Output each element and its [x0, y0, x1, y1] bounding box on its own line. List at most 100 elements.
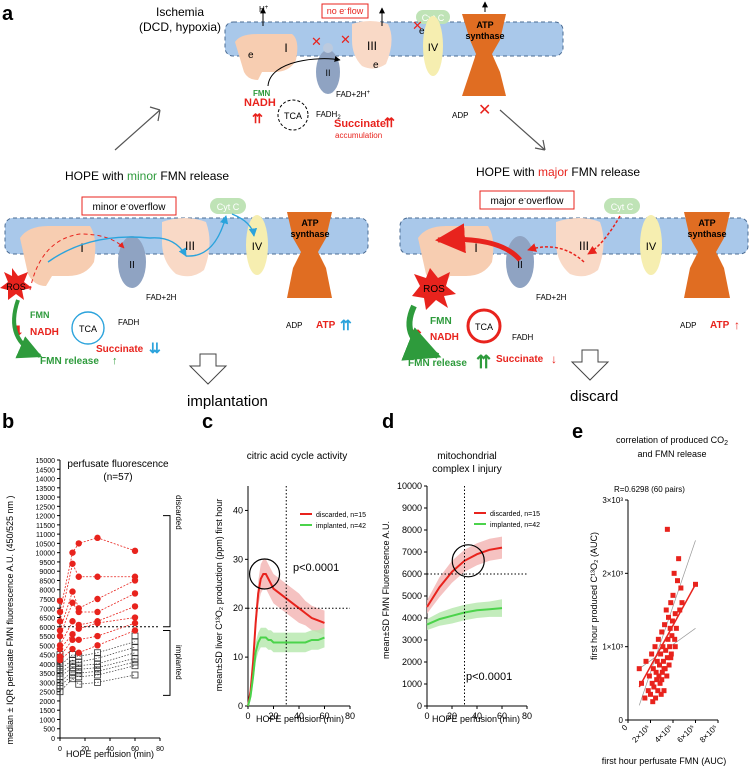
chart-b-subtitle: (n=57) — [103, 472, 132, 483]
minor-overflow-path — [29, 233, 125, 291]
chart-e-point — [664, 526, 670, 532]
chart-b-discarded-point — [131, 603, 139, 610]
complex-iii-major-label: III — [579, 239, 589, 253]
atp-top-label2: synthase — [465, 31, 504, 41]
chart-e-point — [654, 677, 660, 683]
split-arrow-left — [114, 106, 161, 151]
ros-major: ROS — [423, 284, 445, 295]
chart-d-xtick-label: 60 — [497, 711, 507, 721]
minor-release-diagram: HOPE with minor FMN release minor e-over… — [0, 169, 369, 410]
atp-up-major: ↑ — [734, 318, 740, 332]
succinate-minor: Succinate — [96, 344, 144, 355]
chart-e-point — [667, 625, 673, 631]
chart-b-ytick-label: 4500 — [39, 653, 55, 660]
complex-ii-major — [506, 236, 534, 288]
atp-major-label2: synthase — [687, 229, 726, 239]
chart-b-xtick-label: 80 — [156, 746, 164, 753]
chart-b-discarded-point — [75, 573, 82, 580]
chart-b-ytick-label: 500 — [43, 727, 55, 734]
chart-b-ytick-label: 13000 — [36, 495, 56, 502]
chart-b-discarded-point — [94, 632, 101, 640]
complex-i-major-label: I — [474, 241, 477, 255]
chart-e-point — [665, 636, 671, 642]
chart-e-point — [668, 655, 674, 661]
chart-c-band-1 — [248, 627, 325, 706]
chart-b-implanted-point — [131, 662, 139, 670]
complex-ii-minor-label: II — [129, 260, 135, 271]
e-top-1: e — [248, 50, 254, 61]
chart-b-discarded-line — [59, 617, 136, 650]
chart-c-ytick-label: 30 — [233, 554, 243, 564]
chart-b-xtick-label: 40 — [106, 746, 114, 753]
chart-d-ytick-label: 9000 — [402, 503, 422, 513]
chart-b-ytick-label: 14500 — [36, 467, 56, 474]
chart-b-discarded-point — [94, 534, 101, 542]
chart-b-ytick-label: 1000 — [39, 717, 55, 724]
chart-e-point — [672, 644, 678, 650]
chart-d-ytick-label: 8000 — [402, 525, 422, 535]
chart-e-point — [660, 658, 666, 664]
ros-minor: ROS — [6, 282, 26, 292]
chart-e-point — [671, 570, 677, 576]
chart-e-point — [663, 607, 669, 613]
chart-b-ytick-label: 11500 — [36, 523, 55, 530]
chart-b-implanted-point — [131, 643, 139, 651]
chart-e-xtick-label: 6×10⁵ — [675, 723, 696, 744]
chart-e-point — [649, 680, 655, 686]
chart-b-implanted-point — [75, 680, 83, 688]
chart-b-ytick-label: 9000 — [39, 569, 55, 576]
e-top-3: e — [419, 26, 425, 37]
chart-d-ytick-label: 4000 — [402, 613, 422, 623]
chart-d-ytick-label: 1000 — [402, 679, 422, 689]
chart-b-discarded-point — [131, 577, 139, 584]
chart-d-ytick-label: 3000 — [402, 635, 422, 645]
fad-top: FAD+2H+ — [336, 90, 370, 99]
chart-e-point — [655, 688, 661, 694]
chart-b-ytick-label: 13500 — [36, 486, 56, 493]
fad-major: FAD+2H — [536, 293, 567, 302]
chart-b-ytick-label: 7000 — [39, 606, 55, 613]
chart-e-xtick-label: 4×10⁵ — [653, 723, 674, 744]
chart-b-implanted-point — [69, 651, 76, 658]
chart-b-discarded-point — [131, 627, 139, 634]
ros-burst-major — [412, 268, 456, 310]
down-arrow-minor — [188, 353, 228, 385]
chart-b-ytick-label: 0 — [51, 736, 55, 743]
q-top — [323, 43, 333, 53]
chart-b-discarded-point — [131, 614, 139, 621]
chart-e-point — [661, 666, 667, 672]
succinate-down-major: ↓ — [551, 352, 557, 366]
chart-b-ytick-label: 2000 — [39, 699, 55, 706]
chart-c-xtick-label: 60 — [319, 711, 329, 721]
chart-b-discarded-label: discarded — [174, 495, 183, 530]
chart-c-ytick-label: 20 — [233, 603, 243, 613]
chart-b-implanted-line — [59, 641, 136, 666]
chart-e-xtick-label: 0 — [620, 723, 630, 733]
fmn-top: FMN — [253, 89, 271, 98]
chart-b-discarded-point — [69, 645, 76, 653]
chart-b-implanted-label: implanted — [174, 645, 183, 680]
panel-label-a: a — [2, 3, 14, 25]
chart-d-xlabel: HOPE perfusion (min) — [432, 714, 520, 724]
chart-e-point — [664, 673, 670, 679]
chart-e-point — [659, 677, 665, 683]
chart-e-point — [669, 633, 675, 639]
chart-e-point — [648, 691, 653, 697]
chart-b-xtick-label: 0 — [58, 746, 62, 753]
chart-e-point — [645, 688, 651, 694]
chart-e-point — [650, 666, 656, 672]
chart-b-discarded-point — [75, 636, 82, 643]
chart-d-ytick-label: 10000 — [397, 481, 422, 491]
chart-b-ytick-label: 3500 — [39, 671, 55, 678]
chart-e-point — [666, 662, 672, 668]
tca-cycle-major — [466, 308, 502, 344]
chart-b-implanted-point — [56, 682, 64, 690]
chart-b-discarded-point — [56, 627, 64, 634]
chart-e-point — [659, 629, 665, 635]
ischemia-sublabel: (DCD, hypoxia) — [139, 20, 221, 34]
chart-e-xtick-label: 8×10⁵ — [698, 723, 719, 744]
chart-b-implanted-point — [131, 638, 139, 646]
complex-ii-top-label: II — [325, 68, 330, 78]
chart-d-ytick-label: 6000 — [402, 569, 422, 579]
chart-c-xtick-label: 40 — [294, 711, 304, 721]
